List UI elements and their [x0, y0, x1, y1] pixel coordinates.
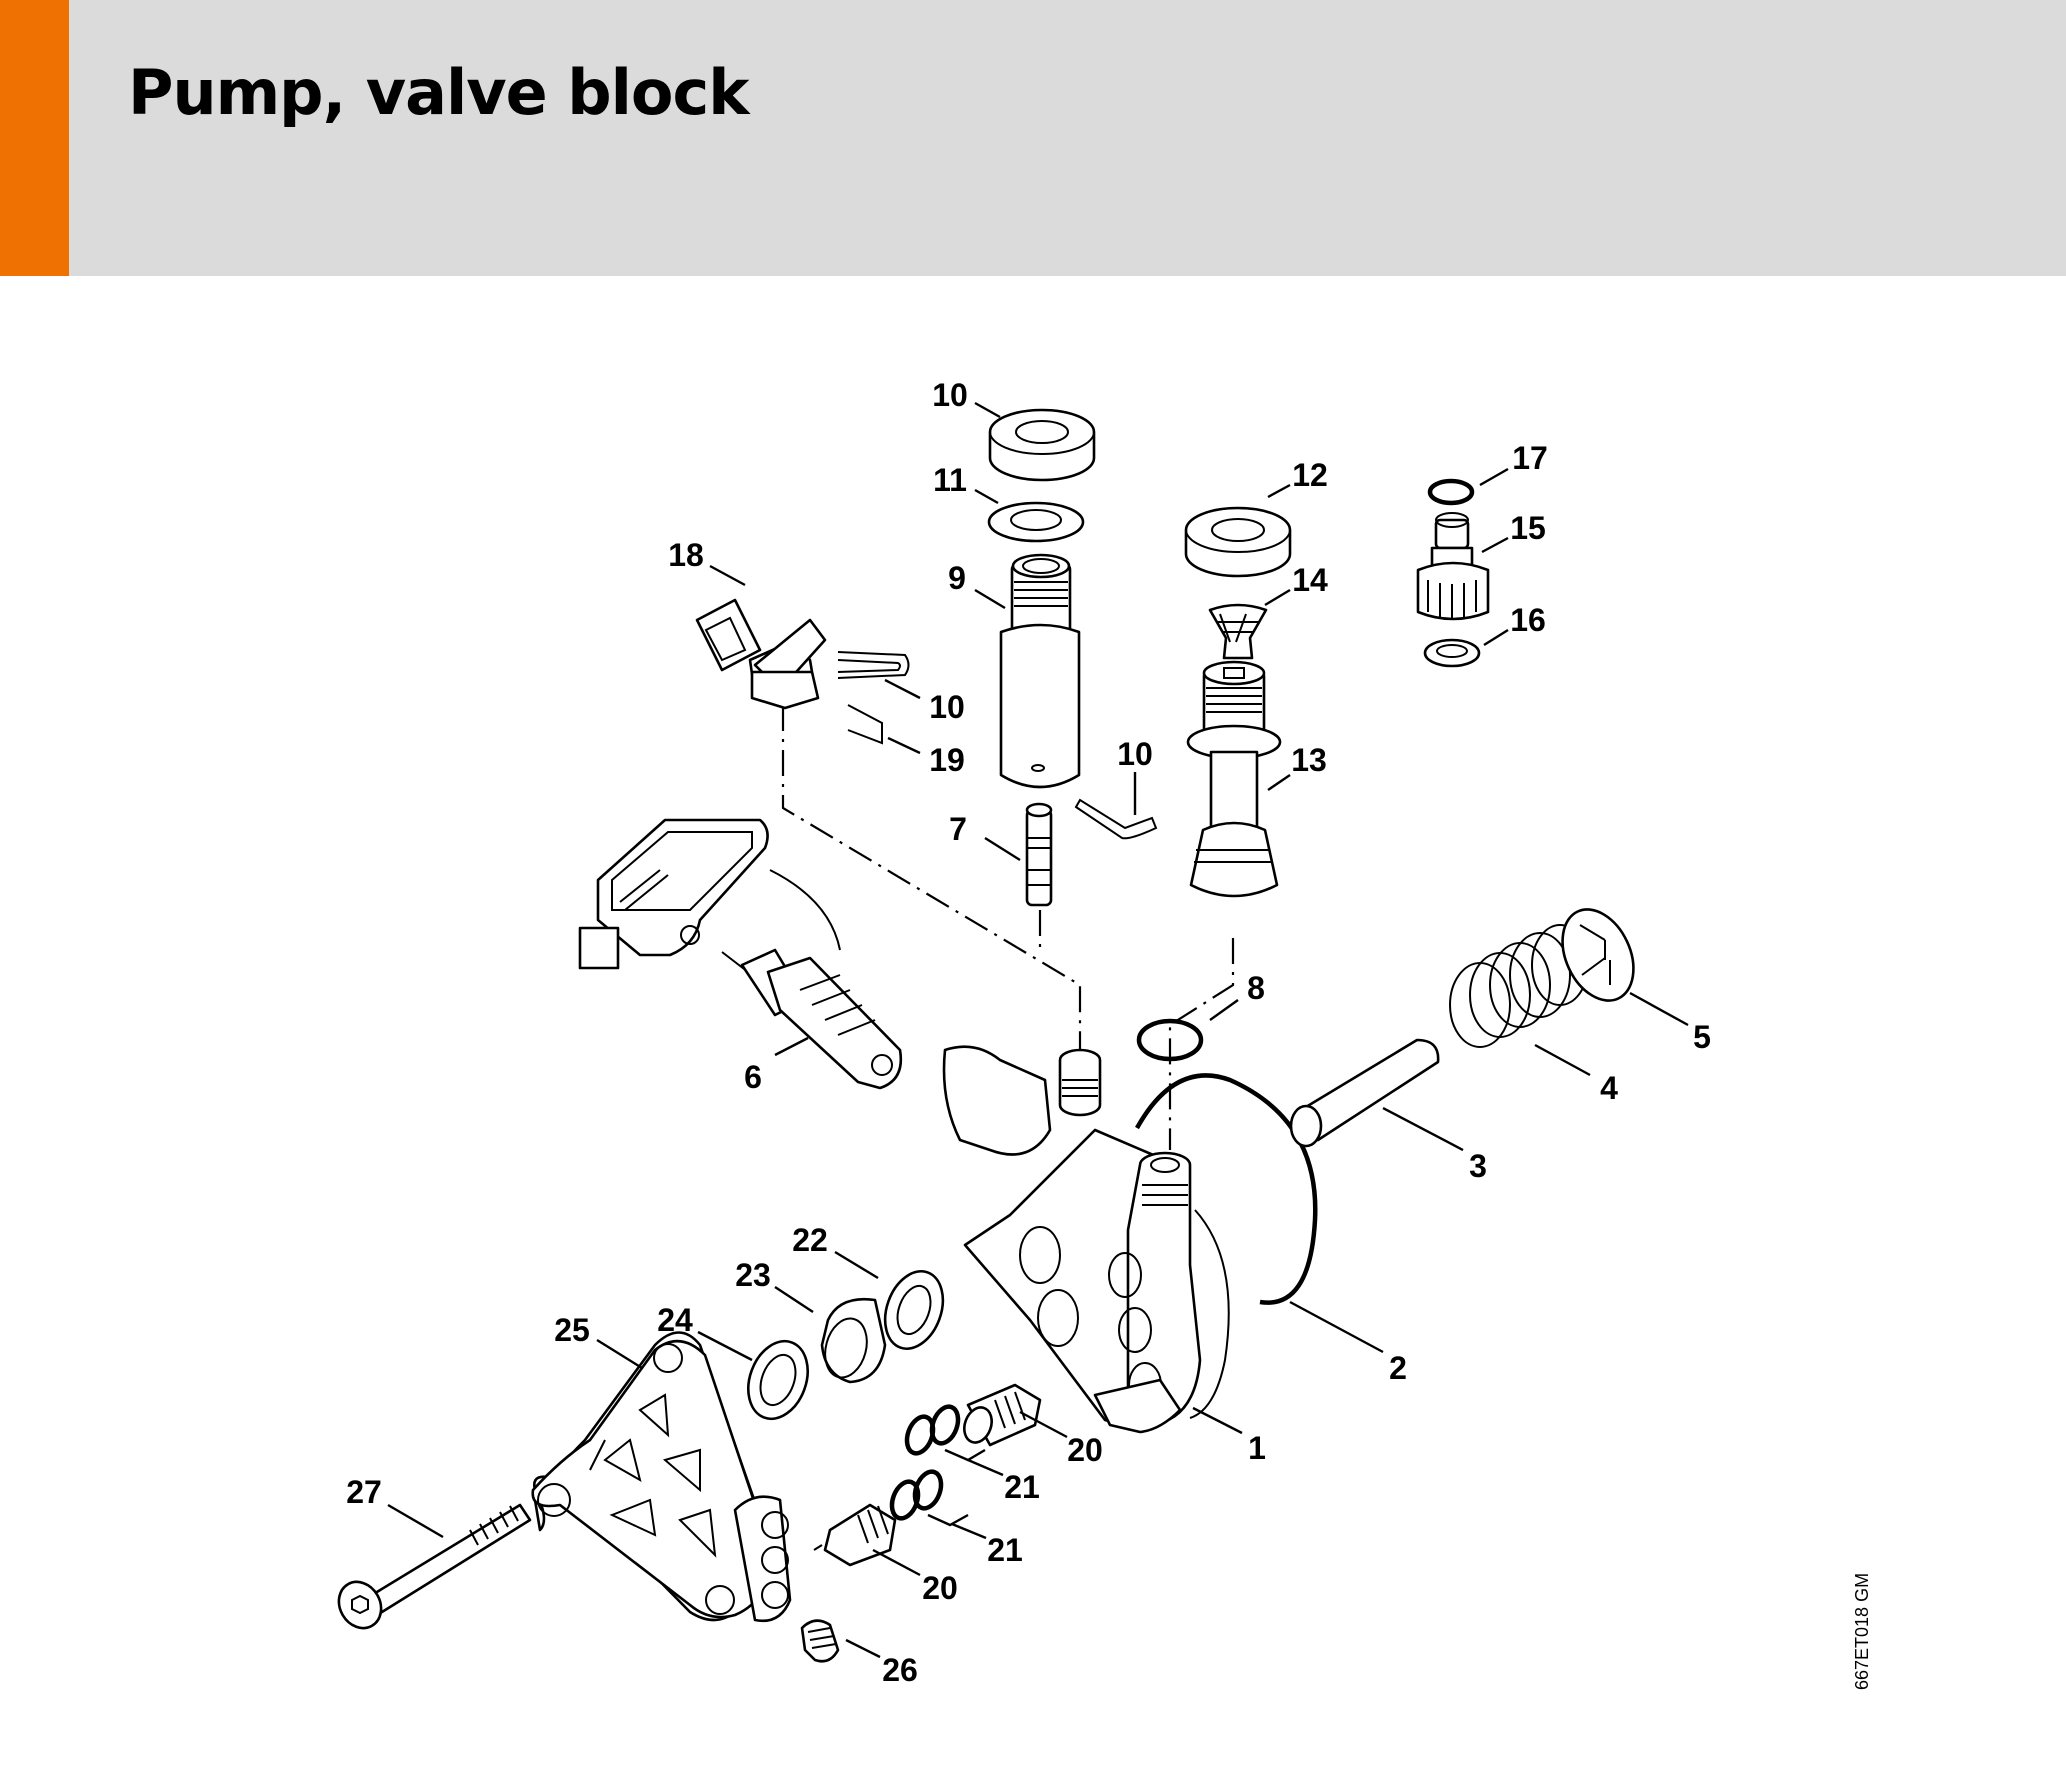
- callout-26[interactable]: 26: [882, 1652, 918, 1688]
- page-title: Pump, valve block: [128, 56, 749, 129]
- callout-5[interactable]: 5: [1693, 1019, 1711, 1055]
- callout-14[interactable]: 14: [1292, 562, 1328, 598]
- part-16-gasket[interactable]: [1423, 638, 1481, 668]
- callout-10[interactable]: 10: [929, 689, 965, 725]
- callout-17[interactable]: 17: [1512, 440, 1548, 476]
- part-10-clip[interactable]: [837, 651, 910, 679]
- drawing-code: 667ET018 GM: [1852, 1573, 1872, 1690]
- callout-20-upper[interactable]: 20: [1067, 1432, 1103, 1468]
- callout-1[interactable]: 1: [1248, 1430, 1266, 1466]
- part-11-washer[interactable]: [987, 501, 1085, 543]
- callout-23[interactable]: 23: [735, 1257, 771, 1293]
- callout-11[interactable]: 11: [933, 462, 967, 498]
- part-9-outlet-pipe[interactable]: [999, 553, 1081, 789]
- part-6-unloader-valve[interactable]: [721, 948, 903, 1090]
- callout-12[interactable]: 10: [932, 377, 968, 413]
- part-18-elbow-fitting[interactable]: [695, 598, 827, 710]
- callout-20-lower[interactable]: 20: [922, 1570, 958, 1606]
- part-23-seal-holder[interactable]: [819, 1297, 887, 1384]
- callout-4[interactable]: 4: [1600, 1070, 1618, 1106]
- part-7-check-valve[interactable]: [1025, 802, 1053, 907]
- part-25-valve-block-cover[interactable]: [531, 1331, 792, 1623]
- callout-labels: 10 11 18 9 10 19 10 7 12 14 13 17 15 16 …: [346, 377, 1711, 1688]
- part-10-clip-right[interactable]: [1074, 798, 1158, 840]
- callout-10-right[interactable]: 10: [1117, 736, 1153, 772]
- callout-27[interactable]: 27: [346, 1474, 382, 1510]
- callout-2[interactable]: 2: [1389, 1350, 1407, 1386]
- callout-19[interactable]: 19: [929, 742, 965, 778]
- callout-13[interactable]: 13: [1291, 742, 1327, 778]
- part-12-seal-ring-right[interactable]: [1184, 506, 1292, 578]
- part-15-hose-connector[interactable]: [1416, 512, 1490, 621]
- part-5-spring-retainer[interactable]: [1549, 898, 1648, 1012]
- callout-6[interactable]: 6: [744, 1059, 762, 1095]
- part-13-inlet-pipe[interactable]: [1186, 660, 1282, 898]
- callout-24[interactable]: 24: [657, 1302, 693, 1338]
- part-21-o-ring-pair-lower[interactable]: [887, 1468, 969, 1527]
- part-12-seal-ring[interactable]: [988, 408, 1096, 482]
- callout-18[interactable]: 18: [668, 537, 704, 573]
- part-20-valve-lower[interactable]: [813, 1503, 897, 1567]
- part-20-valve-upper[interactable]: [960, 1383, 1042, 1447]
- part-19-clip[interactable]: [847, 704, 883, 745]
- part-22-shaft-seal[interactable]: [875, 1263, 953, 1357]
- callout-21-lower[interactable]: 21: [987, 1532, 1023, 1568]
- assembly-line-elbow: [781, 705, 1082, 1085]
- callout-16[interactable]: 16: [1510, 602, 1546, 638]
- callout-8[interactable]: 8: [1247, 970, 1265, 1006]
- part-17-o-ring[interactable]: [1427, 478, 1475, 506]
- callout-25[interactable]: 25: [554, 1312, 590, 1348]
- header-band: Pump, valve block: [0, 0, 2066, 276]
- callout-15[interactable]: 15: [1510, 510, 1546, 546]
- callout-3[interactable]: 3: [1469, 1148, 1487, 1184]
- part-1-pump-housing[interactable]: [942, 1045, 1230, 1434]
- part-14-strainer[interactable]: [1208, 603, 1268, 660]
- callout-7[interactable]: 7: [949, 811, 967, 847]
- accent-bar: [0, 0, 69, 276]
- part-24-shaft-seal[interactable]: [738, 1333, 818, 1427]
- callout-21-upper[interactable]: 21: [1004, 1469, 1040, 1505]
- part-8-o-ring[interactable]: [1136, 1018, 1204, 1062]
- callout-22[interactable]: 22: [792, 1222, 828, 1258]
- part-26-plug-screw[interactable]: [800, 1619, 840, 1663]
- callout-12-right[interactable]: 12: [1292, 457, 1328, 493]
- leader-lines: [387, 401, 1689, 1659]
- unloader-housing: [578, 818, 841, 970]
- callout-9[interactable]: 9: [948, 560, 966, 596]
- part-3-piston-pin[interactable]: [1289, 1038, 1440, 1148]
- part-27-socket-head-screw[interactable]: [331, 1503, 532, 1636]
